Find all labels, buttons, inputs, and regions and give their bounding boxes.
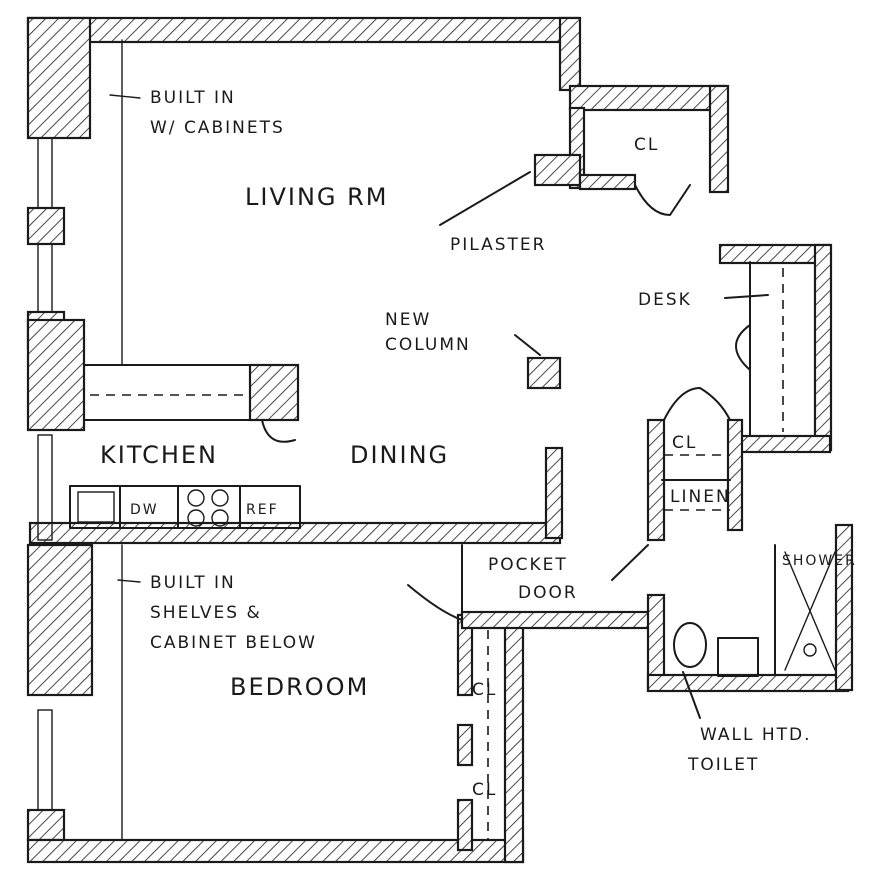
wall-bath-bottom — [646, 673, 850, 693]
closet-label-hall: CL — [672, 433, 697, 453]
wall-hall-top — [460, 610, 654, 630]
note-shelves-1: BUILT IN — [150, 573, 236, 593]
door-swing-closet — [634, 184, 691, 216]
room-labels: LIVING RM KITCHEN DINING BEDROOM CL CL L… — [100, 135, 857, 800]
toilet-leader — [682, 671, 701, 719]
window-4 — [37, 709, 53, 811]
burner-4 — [211, 509, 229, 527]
door-swing-bedroom — [407, 544, 463, 621]
cabinet-leader — [109, 94, 141, 99]
pilaster — [533, 153, 582, 187]
appliance-strip — [69, 485, 301, 529]
door-swing-linen — [663, 387, 731, 421]
bedroom-label: BEDROOM — [230, 673, 369, 701]
wall-left-pier-1 — [26, 206, 66, 246]
note-wall-toilet-2: TOILET — [687, 755, 759, 775]
door-swing-kitchen — [261, 419, 296, 443]
wall-closet-stack-3 — [456, 798, 474, 852]
kitchen-appliances: DW REF — [69, 485, 301, 529]
pocket-door-leader — [611, 544, 649, 581]
note-new-column-1: NEW — [385, 310, 431, 330]
kitchen-label: KITCHEN — [100, 441, 218, 469]
window-1 — [37, 137, 53, 209]
wall-kitchen-bottom — [28, 521, 562, 545]
note-shelves-3: CABINET BELOW — [150, 633, 317, 653]
windows — [37, 137, 53, 811]
new-column — [526, 356, 562, 390]
interior-lines — [83, 39, 836, 841]
wall-closet-bottom — [578, 173, 637, 191]
annotations: BUILT IN W/ CABINETS PILASTER NEW COLUMN… — [150, 88, 812, 775]
living-room-label: LIVING RM — [245, 183, 389, 211]
burner-3 — [187, 509, 205, 527]
wall-left-upper-pier — [26, 16, 92, 140]
shower-label: SHOWER — [782, 553, 857, 569]
desk-leader — [724, 294, 769, 299]
desk-chair — [735, 324, 751, 371]
shower-drain — [803, 643, 817, 657]
pilaster-leader — [439, 171, 531, 226]
wall-bedroom-right — [503, 613, 525, 864]
wall-left-lower-pier — [26, 543, 94, 697]
window-3 — [37, 434, 53, 541]
wall-dining-right — [544, 446, 564, 540]
note-pocket-door-1: POCKET — [488, 555, 568, 575]
shelves-leader — [117, 579, 141, 583]
wall-bottom — [26, 838, 525, 864]
column-leader — [514, 334, 541, 356]
wall-linen-right — [726, 418, 744, 532]
wall-left-pier-3 — [26, 808, 66, 842]
burner-1 — [187, 489, 205, 507]
closet-label-bed-2: CL — [472, 780, 497, 800]
linen-label: LINEN — [670, 487, 731, 507]
wall-desk-alcove-bottom — [738, 434, 832, 454]
note-built-in-line-2: W/ CABINETS — [150, 118, 285, 138]
kitchen-sink-bowl — [77, 491, 115, 523]
wall-left-mid-pier — [26, 318, 86, 432]
sink — [717, 637, 759, 677]
note-built-in-line-1: BUILT IN — [150, 88, 236, 108]
dining-label: DINING — [350, 441, 449, 469]
wall-closet-stack-2 — [456, 723, 474, 767]
wall-bath-right — [834, 523, 854, 692]
wall-closet-top — [568, 84, 727, 112]
refrigerator-label: REF — [246, 502, 279, 518]
exterior-walls — [26, 16, 854, 864]
note-wall-toilet-1: WALL HTD. — [700, 725, 812, 745]
desk-label: DESK — [638, 290, 692, 310]
note-shelves-2: SHELVES & — [150, 603, 262, 623]
note-pilaster: PILASTER — [450, 235, 546, 255]
note-new-column-2: COLUMN — [385, 335, 471, 355]
wall-top — [26, 16, 580, 44]
wall-closet-right — [708, 84, 730, 194]
burner-2 — [211, 489, 229, 507]
dishwasher-label: DW — [130, 502, 159, 518]
toilet — [673, 622, 707, 668]
window-2 — [37, 243, 53, 313]
closet-label-top: CL — [634, 135, 659, 155]
shower-x-2 — [784, 551, 836, 671]
wall-desk-alcove-right — [813, 243, 833, 452]
kitchen-pier — [248, 363, 300, 422]
closet-label-bed-1: CL — [472, 680, 497, 700]
wall-top-right — [558, 16, 582, 92]
note-pocket-door-2: DOOR — [518, 583, 578, 603]
wall-desk-alcove-top — [718, 243, 832, 265]
